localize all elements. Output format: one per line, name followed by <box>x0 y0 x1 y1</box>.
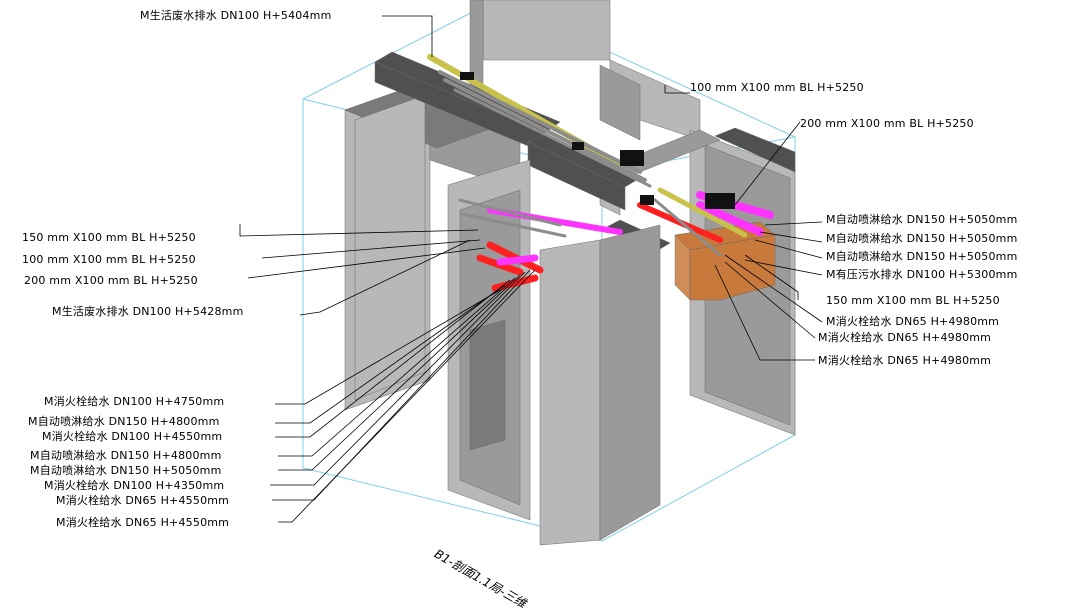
label-right-sprinkler-2: M自动喷淋给水 DN150 H+5050mm <box>826 232 1018 245</box>
label-left-7: M消火栓给水 DN65 H+4550mm <box>56 494 230 507</box>
section-view-3d: M生活废水排水 DN100 H+5404mm 100 mm X100 mm BL… <box>22 0 1018 611</box>
label-left-8: M消火栓给水 DN65 H+4550mm <box>56 516 230 529</box>
label-top-drain: M生活废水排水 DN100 H+5404mm <box>140 9 332 22</box>
label-right-pressure-drain: M有压污水排水 DN100 H+5300mm <box>826 268 1018 281</box>
label-left-3: M消火栓给水 DN100 H+4550mm <box>42 430 223 443</box>
label-right-fire-2: M消火栓给水 DN65 H+4980mm <box>818 331 992 344</box>
label-right-sprinkler-3: M自动喷淋给水 DN150 H+5050mm <box>826 250 1018 263</box>
label-left-duct-2: 100 mm X100 mm BL H+5250 <box>22 253 196 266</box>
label-left-6: M消火栓给水 DN100 H+4350mm <box>44 479 225 492</box>
label-right-sprinkler-1: M自动喷淋给水 DN150 H+5050mm <box>826 213 1018 226</box>
label-left-4: M自动喷淋给水 DN150 H+4800mm <box>30 449 222 462</box>
label-right-fire-3: M消火栓给水 DN65 H+4980mm <box>818 354 992 367</box>
label-left-duct-3: 200 mm X100 mm BL H+5250 <box>24 274 198 287</box>
label-left-duct-1: 150 mm X100 mm BL H+5250 <box>22 231 196 244</box>
label-left-drain: M生活废水排水 DN100 H+5428mm <box>52 305 244 318</box>
back-wall <box>469 0 701 141</box>
duct-box <box>674 221 776 301</box>
leader-lines <box>239 15 823 523</box>
label-right-fire-1: M消火栓给水 DN65 H+4980mm <box>826 315 1000 328</box>
label-left-5: M自动喷淋给水 DN150 H+5050mm <box>30 464 222 477</box>
label-duct-a: 100 mm X100 mm BL H+5250 <box>690 81 864 94</box>
central-beam <box>527 129 721 253</box>
label-right-duct: 150 mm X100 mm BL H+5250 <box>826 294 1000 307</box>
isometric-scene <box>239 0 823 546</box>
label-left-1: M消火栓给水 DN100 H+4750mm <box>44 395 225 408</box>
label-left-2: M自动喷淋给水 DN150 H+4800mm <box>28 415 220 428</box>
label-duct-b: 200 mm X100 mm BL H+5250 <box>800 117 974 130</box>
fittings <box>460 72 735 209</box>
